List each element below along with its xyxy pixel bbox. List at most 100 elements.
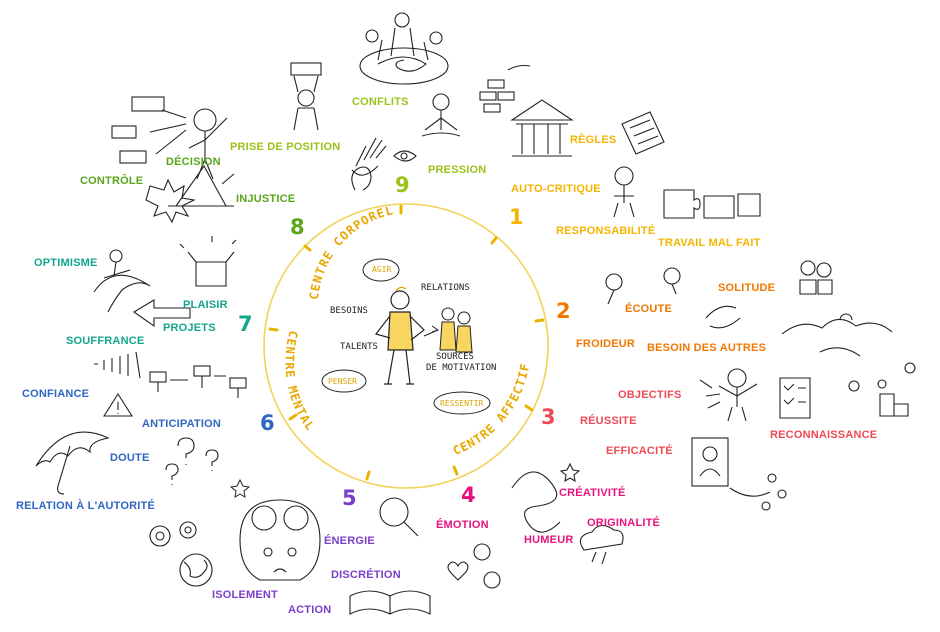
bubble-ressentir [433, 391, 491, 415]
bubble-agir-text: AGIR [372, 265, 392, 274]
central-ring [263, 203, 549, 489]
ring-ticks [268, 204, 545, 481]
central-person-illustration [374, 286, 425, 385]
label-injustice: INJUSTICE [236, 193, 296, 205]
label-reconnaissance: RECONNAISSANCE [770, 429, 878, 441]
burst-icon [145, 178, 196, 224]
eye-icon [393, 150, 417, 162]
label-prise-de-position: PRISE DE POSITION [230, 141, 341, 153]
heart-icon [447, 561, 469, 581]
label-emotion: ÉMOTION [436, 519, 489, 531]
bubble-penser-text: PENSER [328, 377, 357, 386]
gears-icon [149, 521, 197, 547]
wizard-hat-icon [168, 164, 235, 207]
bubble-ressentir-text: RESSENTIR [440, 399, 484, 408]
emotion-face-2-icon [483, 571, 501, 589]
number-8: 8 [290, 215, 305, 239]
label-controle: CONTRÔLE [80, 175, 144, 187]
storm-cloud-icon [579, 524, 624, 565]
label-energie: ÉNERGIE [324, 535, 375, 547]
label-discretion: DISCRÉTION [331, 569, 401, 581]
label-projets: PROJETS [163, 322, 216, 334]
label-souffrance: SOUFFRANCE [66, 335, 145, 347]
center-motivation: DE MOTIVATION [426, 363, 497, 373]
label-conflits: CONFLITS [352, 96, 409, 108]
label-solitude: SOLITUDE [718, 282, 776, 294]
doodles [35, 12, 916, 615]
bubble-agir [362, 258, 400, 282]
label-froideur: FROIDEUR [576, 338, 636, 350]
label-pression: PRESSION [428, 164, 487, 176]
question-marks-icon [165, 437, 219, 485]
star-icon [559, 462, 581, 483]
bricks-icon [479, 64, 531, 113]
label-ecoute: ÉCOUTE [625, 303, 673, 315]
magnifier-icon [379, 497, 419, 537]
label-regles: RÈGLES [570, 134, 617, 146]
label-reussite: RÉUSSITE [580, 415, 637, 427]
number-6: 6 [260, 411, 275, 435]
center-sources: SOURCES [436, 352, 474, 362]
label-efficacite: EFFICACITÉ [606, 445, 673, 457]
number-7: 7 [238, 312, 253, 336]
hand-icon [351, 137, 387, 176]
label-relation-autorite: RELATION À L'AUTORITÉ [16, 500, 156, 512]
umbrella-icon [35, 431, 110, 495]
podium-icon [848, 362, 916, 417]
label-creativite: CRÉATIVITÉ [559, 487, 626, 499]
person-with-balloons-icon [699, 368, 758, 422]
label-isolement: ISOLEMENT [212, 589, 278, 601]
label-anticipation: ANTICIPATION [142, 418, 221, 430]
bubble-penser [321, 369, 367, 393]
warning-sign-icon [102, 392, 134, 417]
relations-figures-illustration [423, 307, 473, 353]
person-arms-crossed-icon [613, 166, 635, 218]
number-3: 3 [541, 405, 556, 429]
portrait-frame-icon [691, 437, 771, 497]
brain-head-icon [239, 499, 321, 581]
number-2: 2 [556, 299, 571, 323]
number-4: 4 [461, 483, 476, 507]
label-objectifs: OBJECTIFS [618, 389, 682, 401]
label-responsabilite: RESPONSABILITÉ [556, 225, 656, 237]
emotion-face-icon [473, 543, 491, 561]
gift-box-icon [179, 236, 237, 287]
label-humeur: HUMEUR [524, 534, 574, 546]
handshake-icon [705, 305, 741, 329]
number-1: 1 [509, 205, 524, 229]
checklist-icon [779, 377, 811, 419]
globe-icon [179, 553, 213, 587]
ring-title-corporel: CENTRE CORPOREL [307, 203, 395, 300]
label-besoin-des-autres: BESOIN DES AUTRES [647, 342, 767, 354]
label-doute: DOUTE [110, 452, 150, 464]
squiggle-icon [511, 471, 561, 533]
label-decision: DÉCISION [166, 156, 221, 168]
number-5: 5 [342, 486, 357, 510]
swirl-group-icon [359, 12, 449, 85]
center-relations: RELATIONS [421, 283, 470, 293]
landscape-icon [781, 313, 893, 357]
temple-icon [510, 99, 574, 157]
label-plaisir: PLAISIR [183, 299, 228, 311]
megaphone-icon [94, 351, 141, 379]
label-confiance: CONFIANCE [22, 388, 90, 400]
center-besoins: BESOINS [330, 306, 368, 316]
document-icon [621, 111, 665, 155]
ring-title-mental: CENTRE MENTAL [282, 329, 317, 433]
label-auto-critique: AUTO-CRITIQUE [511, 183, 601, 195]
label-action: ACTION [288, 604, 332, 616]
puzzle-icon [663, 189, 761, 219]
center-talents: TALENTS [340, 342, 378, 352]
person-lifting-icon [290, 62, 322, 131]
surfer-wave-icon [93, 249, 151, 313]
ring-title-affectif: CENTRE AFFECTIF [451, 362, 533, 458]
number-9: 9 [395, 173, 410, 197]
book-icon [349, 590, 431, 615]
small-people-icon [761, 473, 787, 511]
ear-icon [351, 166, 372, 191]
label-optimisme: OPTIMISME [34, 257, 98, 269]
signposts-icon [149, 365, 247, 398]
faces-icon [605, 260, 833, 305]
meditating-person-icon [421, 93, 461, 137]
